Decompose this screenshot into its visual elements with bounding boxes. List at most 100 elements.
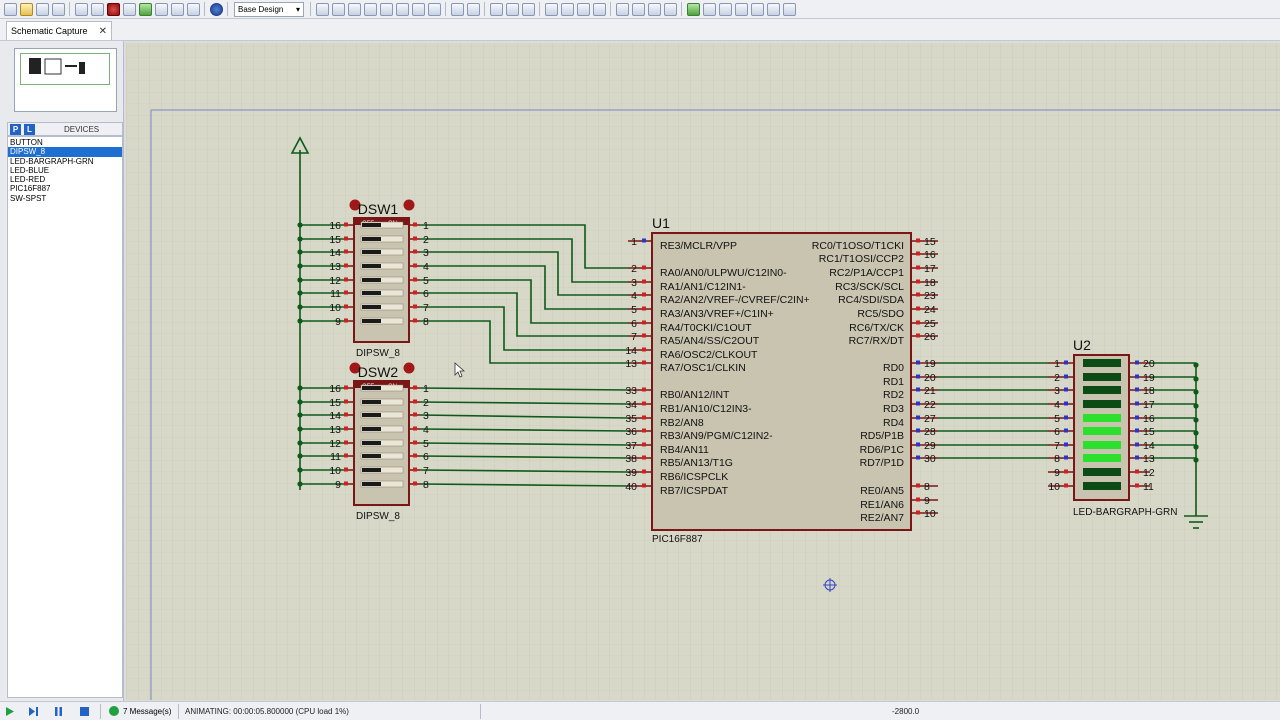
device-item[interactable]: LED-RED xyxy=(10,175,46,185)
pin-label: RE1/AN6 xyxy=(860,499,904,511)
pause-icon[interactable] xyxy=(53,706,64,717)
block-rotate-icon[interactable] xyxy=(576,2,590,16)
rb-bus-wire xyxy=(419,469,629,473)
wire-autorouter-icon[interactable] xyxy=(686,2,700,16)
pin-marker xyxy=(413,277,417,282)
pin-label: RB7/ICSPDAT xyxy=(660,485,729,497)
undo-icon[interactable] xyxy=(450,2,464,16)
pin-number: 13 xyxy=(329,261,341,273)
device-item[interactable]: PIC16F887 xyxy=(10,184,51,194)
pin-label: RC3/SCK/SCL xyxy=(835,281,904,293)
zoom-out-icon[interactable] xyxy=(395,2,409,16)
new-file-icon[interactable] xyxy=(3,2,17,16)
pin-number: 5 xyxy=(1054,413,1060,425)
wire-junction xyxy=(297,236,303,242)
step-icon[interactable] xyxy=(28,706,39,717)
overview-viewport[interactable] xyxy=(20,53,110,85)
switch-slot xyxy=(360,398,404,406)
device-item[interactable]: LED-BLUE xyxy=(10,165,50,175)
pin-marker xyxy=(413,453,417,458)
pin-marker xyxy=(642,483,646,488)
pan-icon[interactable] xyxy=(363,2,377,16)
3d-view-icon[interactable] xyxy=(122,2,136,16)
property-assign-icon[interactable] xyxy=(718,2,732,16)
refresh-icon[interactable] xyxy=(315,2,329,16)
copy-icon[interactable] xyxy=(505,2,519,16)
block-delete-icon[interactable] xyxy=(592,2,606,16)
save-icon[interactable] xyxy=(35,2,49,16)
device-item[interactable]: DIPSW_8 xyxy=(8,147,122,157)
decompose-icon[interactable] xyxy=(663,2,677,16)
paste-icon[interactable] xyxy=(521,2,535,16)
pin-marker xyxy=(916,497,920,502)
pin-label: RC2/P1A/CCP1 xyxy=(829,267,904,279)
import-icon[interactable] xyxy=(51,2,65,16)
pin-number: 13 xyxy=(329,424,341,436)
switch-lever xyxy=(362,482,381,486)
grid-icon[interactable] xyxy=(331,2,345,16)
pin-label: RD6/P1C xyxy=(860,444,905,456)
pin-marker xyxy=(1135,442,1139,447)
cut-icon[interactable] xyxy=(489,2,503,16)
devices-header: P L DEVICES xyxy=(7,122,123,136)
zoom-in-icon[interactable] xyxy=(379,2,393,16)
dipswitch-type: DIPSW_8 xyxy=(356,348,400,359)
pin-marker xyxy=(916,360,920,365)
open-file-icon[interactable] xyxy=(19,2,33,16)
bom-icon[interactable] xyxy=(154,2,168,16)
stop-icon[interactable] xyxy=(79,706,90,717)
pin-number: 5 xyxy=(423,275,429,287)
play-icon[interactable] xyxy=(4,706,15,717)
overview-window[interactable] xyxy=(14,48,117,112)
exit-to-parent-icon[interactable] xyxy=(766,2,780,16)
layer-select[interactable]: Base Design▾ xyxy=(234,1,304,17)
help-icon[interactable] xyxy=(209,2,223,16)
new-sheet-icon[interactable] xyxy=(734,2,748,16)
device-item[interactable]: LED-BARGRAPH-GRN xyxy=(10,156,94,166)
messages-indicator[interactable]: 7 Message(s) xyxy=(109,706,171,716)
pin-marker xyxy=(344,385,348,390)
packaging-icon[interactable] xyxy=(647,2,661,16)
search-tag-icon[interactable] xyxy=(702,2,716,16)
source-code-icon[interactable] xyxy=(170,2,184,16)
toolbar-separator xyxy=(310,2,311,16)
block-move-icon[interactable] xyxy=(560,2,574,16)
close-icon[interactable]: ✕ xyxy=(98,25,107,37)
pick-parts-icon[interactable] xyxy=(615,2,629,16)
gerber-icon[interactable] xyxy=(138,2,152,16)
device-item[interactable]: SW-SPST xyxy=(10,193,47,203)
switch-slot xyxy=(360,276,404,284)
pin-number: 14 xyxy=(329,247,341,259)
pin-marker xyxy=(642,360,646,365)
remove-sheet-icon[interactable] xyxy=(750,2,764,16)
pin-label: RD7/P1D xyxy=(860,457,905,469)
ra-bus-wire xyxy=(420,238,628,283)
pin-label: RA2/AN2/VREF-/CVREF/C2IN+ xyxy=(660,294,810,306)
pcb-icon[interactable] xyxy=(106,2,120,16)
pin-number: 16 xyxy=(1143,413,1155,425)
wire-junction xyxy=(297,385,303,391)
block-copy-icon[interactable] xyxy=(544,2,558,16)
switch-lever xyxy=(362,223,381,227)
tab-schematic-capture[interactable]: Schematic Capture ✕ xyxy=(6,21,112,40)
design-notes-icon[interactable] xyxy=(186,2,200,16)
schematic-canvas[interactable]: OFFONDSW1DIPSW_816115214313412511610798O… xyxy=(126,43,1280,700)
make-device-icon[interactable] xyxy=(631,2,645,16)
pick-devices-button[interactable]: P xyxy=(10,124,21,135)
switch-slot xyxy=(360,480,404,488)
library-manager-button[interactable]: L xyxy=(24,124,35,135)
pin-number: 16 xyxy=(329,220,341,232)
home-icon[interactable] xyxy=(74,2,88,16)
pin-marker xyxy=(1064,442,1068,447)
led-segment xyxy=(1083,441,1121,449)
origin-icon[interactable] xyxy=(347,2,361,16)
switch-slot xyxy=(360,289,404,297)
schematic-drawing[interactable]: OFFONDSW1DIPSW_816115214313412511610798O… xyxy=(126,43,1280,700)
device-item[interactable]: BUTTON xyxy=(10,138,43,147)
redo-icon[interactable] xyxy=(466,2,480,16)
schematic-icon[interactable] xyxy=(90,2,104,16)
zoom-area-icon[interactable] xyxy=(427,2,441,16)
netlist-icon[interactable] xyxy=(782,2,796,16)
zoom-all-icon[interactable] xyxy=(411,2,425,16)
